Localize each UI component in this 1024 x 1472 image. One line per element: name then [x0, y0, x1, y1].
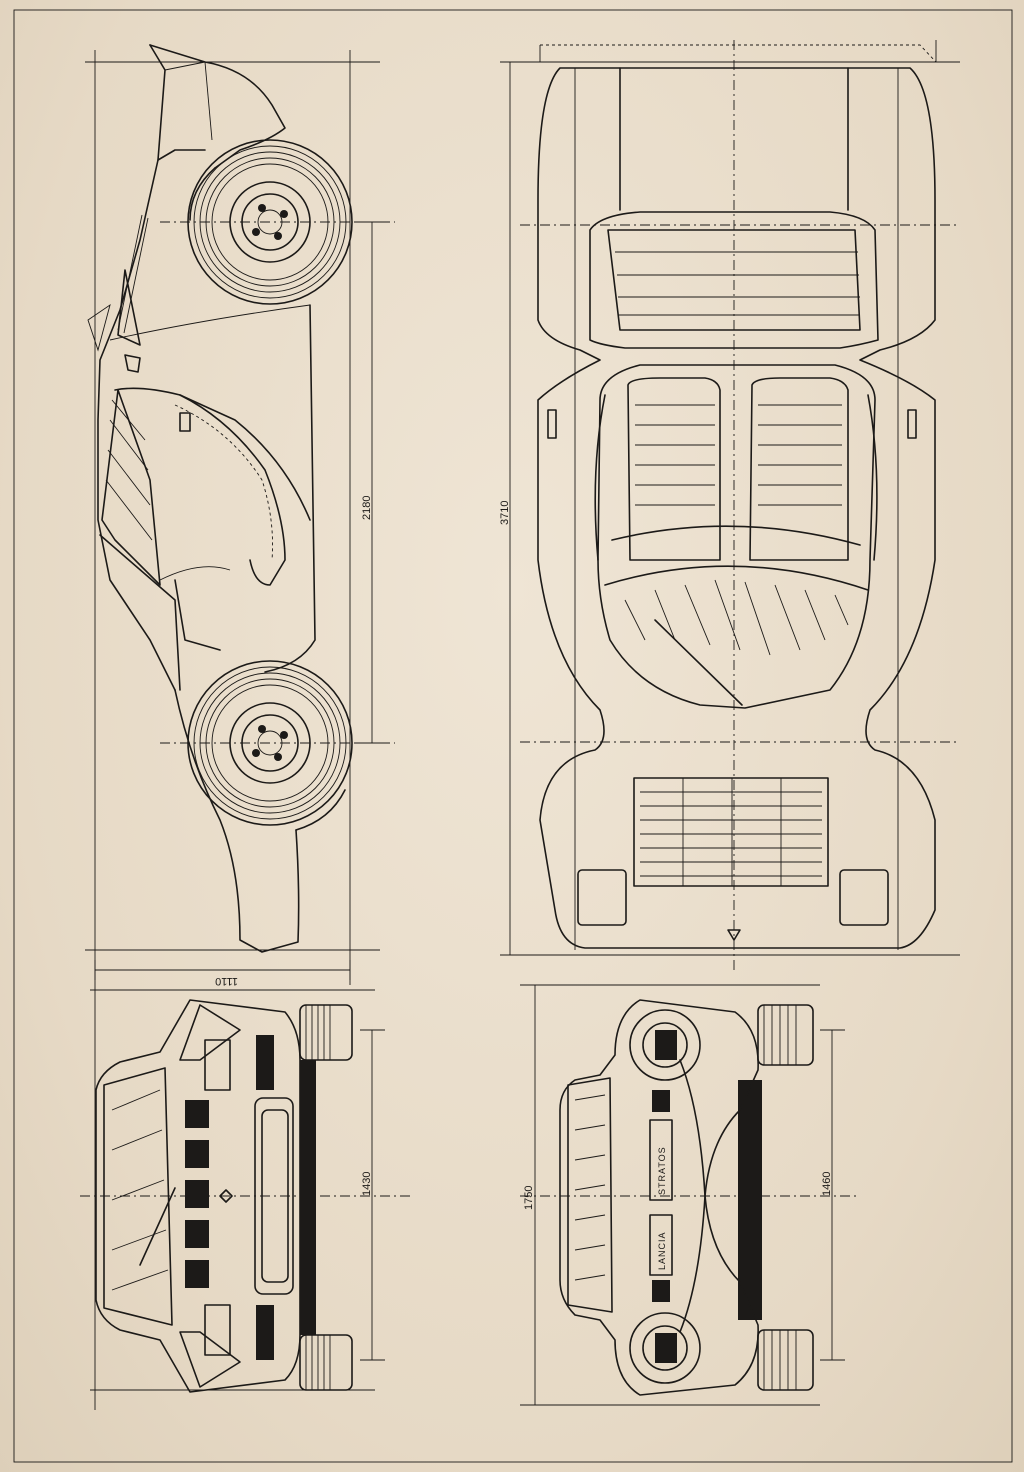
rear-track-dimension: 1430: [361, 1172, 373, 1196]
make-badge: LANCIA: [657, 1231, 667, 1270]
side-view: 2180: [85, 44, 395, 985]
page-border: [13, 9, 1013, 1463]
front-view: 1750 1460 STRATOS LANCIA: [520, 984, 860, 1406]
wheelbase-dimension: 2180: [361, 496, 373, 520]
front-wheel-side: [187, 660, 353, 826]
rear-wheel-side: [187, 139, 353, 305]
length-dimension: 3710: [499, 501, 511, 525]
plan-view: 3710: [499, 40, 960, 970]
height-dimension-line: 1110: [94, 960, 351, 987]
rear-view: 1430: [80, 985, 410, 1410]
model-badge: STRATOS: [657, 1146, 667, 1195]
height-dimension: 1110: [215, 975, 238, 987]
width-dimension: 1750: [523, 1186, 535, 1210]
front-track-dimension: 1460: [821, 1172, 833, 1196]
